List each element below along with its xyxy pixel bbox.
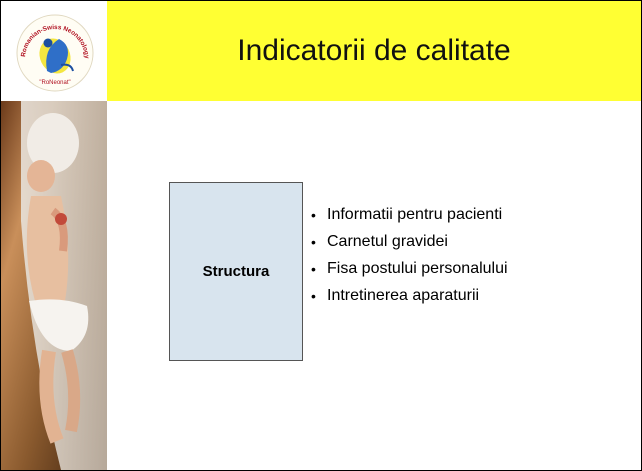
indicator-list: • Informatii pentru pacienti • Carnetul gr…: [311, 201, 508, 309]
list-item: • Informatii pentru pacienti: [311, 201, 508, 228]
slide-title: Indicatorii de calitate: [237, 34, 511, 67]
bullet-icon: •: [311, 206, 316, 223]
list-item-text: Intretinerea aparaturii: [327, 286, 480, 304]
structure-label: Structura: [202, 263, 270, 280]
bullet-icon: •: [311, 260, 316, 277]
baby-image-icon: [1, 101, 107, 470]
list-item: • Carnetul gravidei: [311, 228, 508, 255]
structure-box: Structura: [169, 182, 303, 361]
project-logo-icon: Romanian-Swiss Neonatology Project "RoNe…: [0, 0, 94, 92]
title-bar: Indicatorii de calitate: [107, 1, 641, 101]
logo-bottom-text: "RoNeonat": [39, 80, 70, 86]
newborn-photo: [1, 101, 107, 470]
list-item: • Intretinerea aparaturii: [311, 282, 508, 309]
bullet-icon: •: [311, 287, 316, 304]
bullet-icon: •: [311, 233, 316, 250]
list-item-text: Carnetul gravidei: [327, 232, 448, 250]
list-item-text: Fisa postului personalului: [327, 259, 508, 277]
list-item: • Fisa postului personalului: [311, 255, 508, 282]
list-item-text: Informatii pentru pacienti: [327, 205, 503, 223]
logo-area: Romanian-Swiss Neonatology Project "RoNe…: [0, 0, 107, 101]
